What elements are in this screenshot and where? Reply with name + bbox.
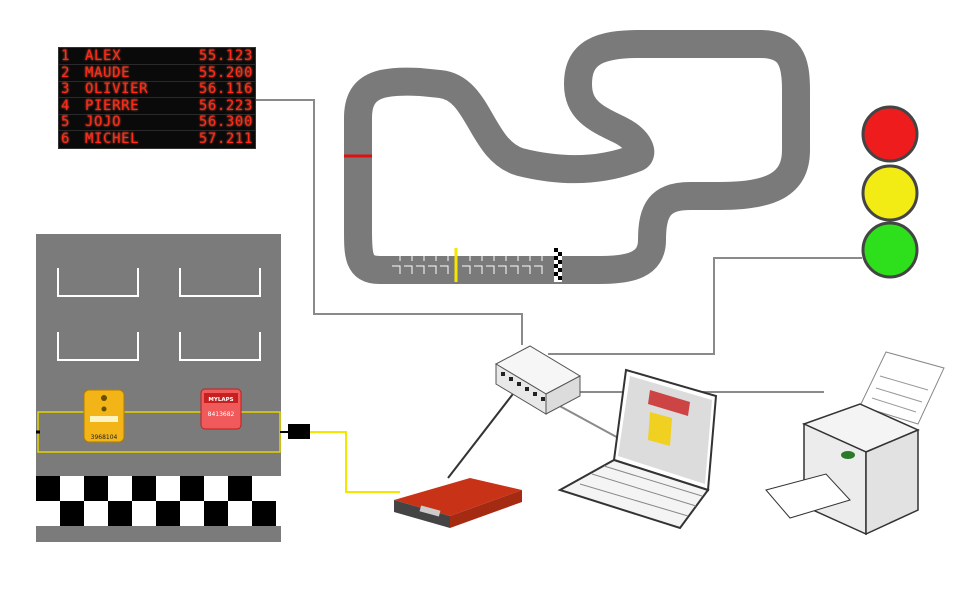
position: 3 bbox=[61, 81, 71, 97]
green-light bbox=[861, 221, 919, 279]
lap-time: 56.223 bbox=[198, 97, 253, 114]
yellow-transponder-id: 3968104 bbox=[91, 434, 118, 441]
yellow-loop-cable bbox=[310, 431, 400, 493]
lap-time: 56.300 bbox=[198, 114, 253, 130]
checkered-strip bbox=[36, 476, 281, 526]
driver-name: PIERRE bbox=[85, 97, 140, 114]
position: 6 bbox=[61, 130, 71, 147]
red-light bbox=[861, 105, 919, 163]
driver-name: OLIVIER bbox=[85, 81, 149, 97]
leaderboard-display: 1 ALEX 55.123 2 MAUDE 55.200 3 OLIVIER 5… bbox=[58, 47, 256, 149]
track-surface bbox=[344, 30, 810, 284]
red-transponder bbox=[200, 388, 242, 430]
position: 4 bbox=[61, 97, 71, 114]
lap-time: 55.123 bbox=[198, 48, 253, 64]
leaderboard-row: 6 MICHEL 57.211 bbox=[59, 131, 255, 147]
pit-area bbox=[36, 234, 281, 542]
cable-decoder-to-switch bbox=[447, 389, 517, 479]
leaderboard-row: 5 JOJO 56.300 bbox=[59, 114, 255, 131]
red-transponder-brand: MYLAPS bbox=[208, 397, 233, 403]
position: 1 bbox=[61, 48, 71, 64]
cable-board-to-switch bbox=[256, 99, 523, 345]
network-switch bbox=[494, 345, 582, 415]
cable-switch-to-laptop bbox=[555, 403, 623, 441]
leaderboard-row: 3 OLIVIER 56.116 bbox=[59, 81, 255, 98]
red-transponder-id: 8413682 bbox=[208, 411, 235, 418]
driver-name: MAUDE bbox=[85, 64, 131, 81]
lap-time: 56.116 bbox=[198, 81, 253, 97]
checkered-flag-line bbox=[554, 248, 562, 282]
leaderboard-row: 4 PIERRE 56.223 bbox=[59, 98, 255, 115]
cable-light-to-switch bbox=[548, 257, 862, 355]
lap-time: 55.200 bbox=[198, 64, 253, 81]
loop-connector bbox=[288, 424, 310, 439]
decoder-device bbox=[394, 478, 522, 528]
driver-name: ALEX bbox=[85, 48, 122, 64]
lap-time: 57.211 bbox=[198, 130, 253, 147]
traffic-light bbox=[861, 105, 919, 279]
leaderboard-row: 1 ALEX 55.123 bbox=[59, 48, 255, 65]
leaderboard-row: 2 MAUDE 55.200 bbox=[59, 65, 255, 82]
race-track bbox=[344, 30, 810, 284]
printer bbox=[765, 351, 945, 536]
position: 5 bbox=[61, 114, 71, 130]
position: 2 bbox=[61, 64, 71, 81]
network-cables bbox=[256, 99, 862, 479]
driver-name: MICHEL bbox=[85, 130, 140, 147]
yellow-transponder bbox=[83, 389, 125, 443]
laptop bbox=[557, 368, 718, 530]
parking-spots bbox=[57, 268, 261, 361]
driver-name: JOJO bbox=[85, 114, 122, 130]
grid-boxes bbox=[392, 252, 543, 274]
yellow-light bbox=[861, 164, 919, 222]
